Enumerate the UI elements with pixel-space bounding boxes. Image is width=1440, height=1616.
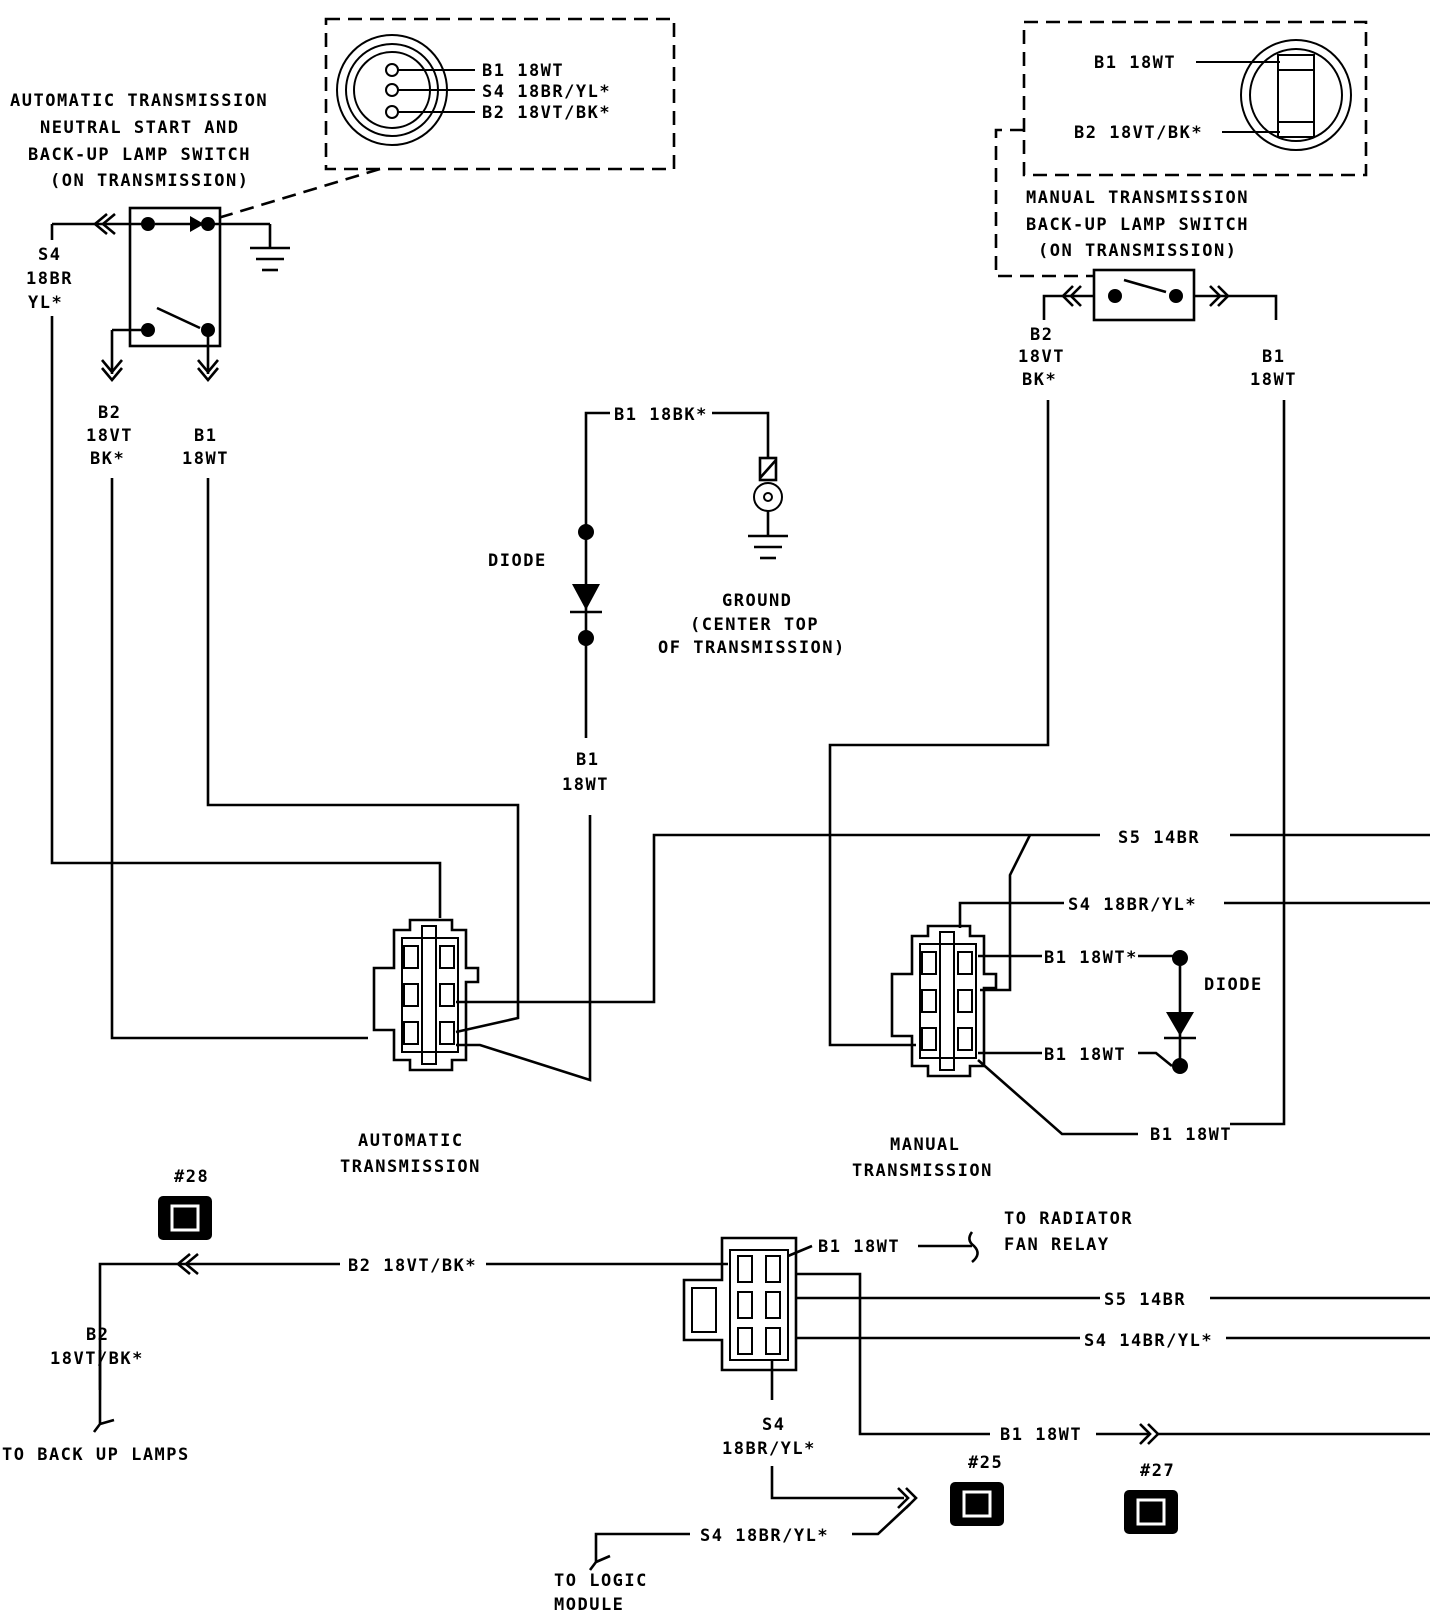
manual-pin-b2: B2 18VT/BK* <box>1074 123 1203 143</box>
diagram-label: B1 <box>1262 347 1285 367</box>
automatic-transmission-connector: AUTOMATIC TRANSMISSION <box>340 918 481 1177</box>
diagram-label: AUTOMATIC TRANSMISSION <box>10 91 268 111</box>
diagram-label: GROUND <box>722 591 792 611</box>
b1-to-fan-label: B1 18WT <box>818 1237 900 1257</box>
to-back-up-lamps-label: TO BACK UP LAMPS <box>2 1445 190 1465</box>
auto-wire-b1-label: B1 18WT <box>182 426 229 469</box>
diagram-label: #27 <box>1140 1461 1175 1481</box>
diagram-label: #28 <box>174 1167 209 1187</box>
bottom-s4-logic-label: S4 18BR/YL* <box>700 1526 829 1546</box>
diagram-label: NEUTRAL START AND <box>40 118 240 138</box>
diagram-label: MANUAL TRANSMISSION <box>1026 188 1249 208</box>
auto-wire-b2-label: B2 18VT BK* <box>86 403 133 469</box>
diagram-label: 18WT <box>562 775 609 795</box>
diagram-label: 18WT <box>182 449 229 469</box>
manual-wire-b2-label: B2 18VT BK* <box>1018 325 1065 390</box>
diagram-label: FAN RELAY <box>1004 1235 1110 1255</box>
diagram-label: AUTOMATIC <box>358 1131 464 1151</box>
bottom-s5-label: S5 14BR <box>1104 1290 1186 1310</box>
manual-transmission-connector: MANUAL TRANSMISSION <box>852 924 998 1181</box>
diagram-label: B2 <box>98 403 121 423</box>
diagram-label: B1 <box>576 750 599 770</box>
bottom-s4-vertical-label: S4 18BR/YL* <box>722 1415 816 1459</box>
manual-switch-symbol <box>1042 268 1278 322</box>
b1-a-label: B1 18WT <box>1044 1045 1126 1065</box>
manual-switch-connector-detail: B1 18WT B2 18VT/BK* <box>1022 20 1368 177</box>
ref-28-badge: #28 <box>158 1167 212 1240</box>
diagram-label: S4 <box>762 1415 785 1435</box>
ref-27-badge: #27 <box>1124 1461 1178 1534</box>
diagram-label: MODULE <box>554 1595 624 1615</box>
diagram-label: 18VT <box>86 426 133 446</box>
diagram-label: B1 <box>194 426 217 446</box>
bottom-b2-vertical-label: B2 18VT/BK* <box>50 1325 144 1369</box>
diagram-label: B2 <box>86 1325 109 1345</box>
diagram-label: #25 <box>968 1453 1003 1473</box>
auto-switch-connector-detail: B1 18WT S4 18BR/YL* B2 18VT/BK* <box>324 17 676 171</box>
diagram-label: (ON TRANSMISSION) <box>50 171 250 191</box>
manual-wire-b1-label: B1 18WT <box>1250 347 1297 390</box>
ref-25-badge: #25 <box>950 1453 1004 1526</box>
diagram-label: 18WT <box>1250 370 1297 390</box>
diagram-label: BK* <box>1022 370 1057 390</box>
diagram-label: (ON TRANSMISSION) <box>1038 241 1238 261</box>
diagram-label: YL* <box>28 293 63 313</box>
diagram-label: 18BR/YL* <box>722 1439 816 1459</box>
bottom-s4-14-label: S4 14BR/YL* <box>1084 1331 1213 1351</box>
bulkhead-connector <box>682 1236 798 1372</box>
auto-pin-b2: B2 18VT/BK* <box>482 103 611 123</box>
diagram-label: (CENTER TOP <box>690 615 819 635</box>
diagram-label: OF TRANSMISSION) <box>658 638 846 658</box>
bottom-b1-out-label: B1 18WT <box>1000 1425 1082 1445</box>
auto-pin-b1: B1 18WT <box>482 61 564 81</box>
diagram-label: B2 <box>1030 325 1053 345</box>
diagram-label: TO RADIATOR <box>1004 1209 1133 1229</box>
s5-wire-label: S5 14BR <box>1118 828 1200 848</box>
auto-pin-s4: S4 18BR/YL* <box>482 82 611 102</box>
diagram-label: S4 <box>38 245 61 265</box>
b1-b-label: B1 18WT <box>1150 1125 1232 1145</box>
diagram-label: 18BR <box>26 269 73 289</box>
diagram-label: BACK-UP LAMP SWITCH <box>28 145 251 165</box>
auto-wire-s4-label: S4 18BR YL* <box>26 245 73 313</box>
diagram-label: BACK-UP LAMP SWITCH <box>1026 215 1249 235</box>
right-diode-label: DIODE <box>1204 975 1263 995</box>
diagram-label: TO LOGIC <box>554 1571 648 1591</box>
diagram-label: TRANSMISSION <box>340 1157 481 1177</box>
b1-star-label: B1 18WT* <box>1044 948 1138 968</box>
auto-switch-symbol <box>52 206 290 383</box>
diagram-label: 18VT <box>1018 347 1065 367</box>
manual-switch-title: MANUAL TRANSMISSION BACK-UP LAMP SWITCH … <box>1026 188 1249 261</box>
diagram-label: BK* <box>90 449 125 469</box>
diagram-label: 18VT/BK* <box>50 1349 144 1369</box>
center-ground-circuit: B1 18BK* DIODE GROUND (CENTER TOP OF TRA… <box>488 405 846 795</box>
ground-wire-label: B1 18BK* <box>614 405 708 425</box>
auto-switch-title: AUTOMATIC TRANSMISSION NEUTRAL START AND… <box>10 91 268 191</box>
s4-wire-label: S4 18BR/YL* <box>1068 895 1197 915</box>
center-diode-label: DIODE <box>488 551 547 571</box>
diagram-label: MANUAL <box>890 1135 960 1155</box>
manual-pin-b1: B1 18WT <box>1094 53 1176 73</box>
diagram-label: TRANSMISSION <box>852 1161 993 1181</box>
bottom-b2-label: B2 18VT/BK* <box>348 1256 477 1276</box>
